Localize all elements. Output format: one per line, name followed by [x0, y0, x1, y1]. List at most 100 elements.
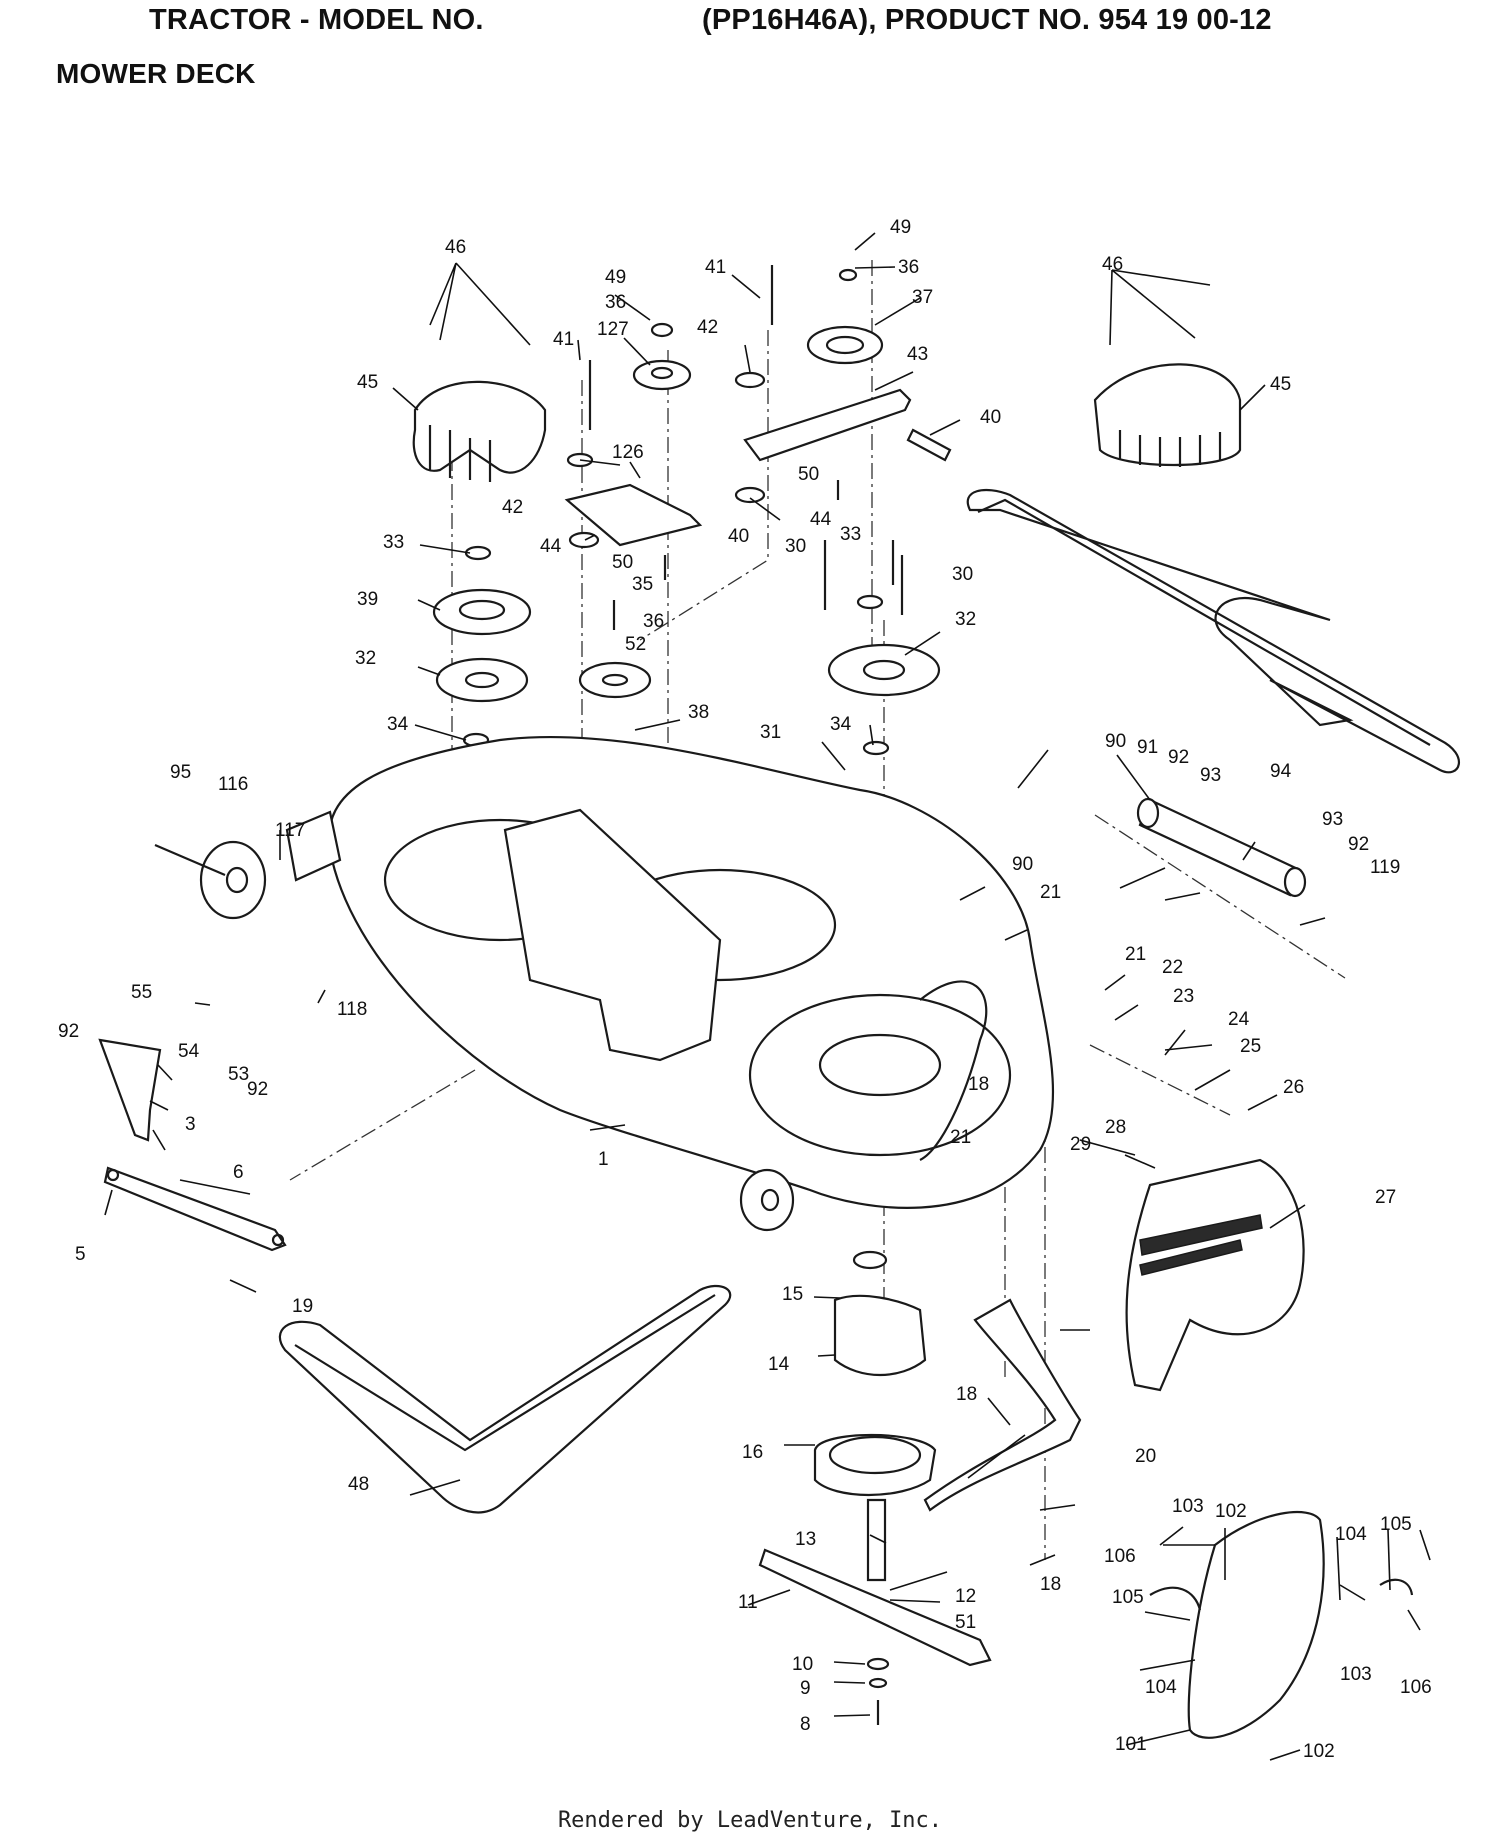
- callout-51: 51: [955, 1612, 976, 1633]
- callout-117: 116: [218, 774, 248, 795]
- idler-arm-right: [743, 388, 912, 462]
- callout-119: 117: [275, 820, 305, 841]
- callout-105-left: 105: [1112, 1587, 1144, 1608]
- callout-12: 12: [955, 1586, 976, 1607]
- callout-101: 101: [1115, 1734, 1147, 1755]
- callout-95: 119: [1370, 857, 1400, 878]
- callout-18-mid: 18: [968, 1074, 989, 1095]
- callout-24: 24: [1228, 1009, 1250, 1030]
- callout-27: 27: [1375, 1187, 1396, 1208]
- callout-33-right: 33: [840, 524, 861, 545]
- callout-42-top: 42: [697, 317, 718, 338]
- callout-106-left: 106: [1104, 1546, 1136, 1567]
- callout-29: 29: [1070, 1134, 1091, 1155]
- callout-19: 19: [292, 1296, 313, 1317]
- callout-44-right: 44: [810, 509, 832, 530]
- callout-8: 8: [800, 1714, 811, 1735]
- callout-13: 13: [795, 1529, 816, 1550]
- callout-92-right: 92: [1348, 834, 1369, 855]
- callout-36-left-top: 36: [605, 292, 626, 313]
- deck-wheel-left: [154, 840, 267, 920]
- callout-40-left: 40: [728, 526, 749, 547]
- deck-wheel-front: [739, 1168, 795, 1232]
- deck-stabilizer-bracket: [923, 1298, 1082, 1512]
- callout-18-bottom: 18: [1040, 1574, 1061, 1595]
- callout-39: 39: [357, 589, 378, 610]
- callout-45-right: 45: [1270, 374, 1291, 395]
- callout-36-middle: 36: [643, 611, 664, 632]
- callout-53: 53: [228, 1064, 249, 1085]
- callout-103-right: 103: [1340, 1664, 1372, 1685]
- callout-102-bottom: 102: [1303, 1741, 1335, 1762]
- callout-31-right: 34: [830, 714, 852, 735]
- callout-52: 52: [625, 634, 646, 655]
- callout-45-left: 45: [357, 372, 378, 393]
- callout-21-top: 21: [1040, 882, 1061, 903]
- callout-93-right: 93: [1322, 809, 1343, 830]
- callout-54: 54: [178, 1041, 200, 1062]
- callout-26: 26: [1283, 1077, 1304, 1098]
- callout-9: 9: [800, 1678, 811, 1699]
- callout-116: 95: [170, 762, 191, 783]
- callout-leader-lines: [104, 232, 1431, 1761]
- callout-91: 91: [1137, 737, 1158, 758]
- pulley-idler-top-left: [632, 359, 692, 391]
- callout-14: 14: [768, 1354, 790, 1375]
- spring-bracket-right: [906, 428, 952, 462]
- callout-34: 31: [760, 722, 781, 743]
- callout-93-top: 93: [1200, 765, 1221, 786]
- callout-49-right: 49: [890, 217, 911, 238]
- deck-lift-link: [98, 1038, 287, 1252]
- deck-hanger-left: [285, 810, 342, 882]
- callout-106-right: 106: [1400, 1677, 1432, 1698]
- pulley-idler-center: [578, 661, 652, 699]
- callout-21-low: 21: [950, 1127, 971, 1148]
- callout-23: 23: [1173, 986, 1194, 1007]
- callout-20: 20: [1135, 1446, 1156, 1467]
- callout-46-right: 46: [1102, 254, 1123, 275]
- callout-16: 16: [742, 1442, 763, 1463]
- mower-belt-top: [966, 488, 1460, 774]
- callout-104-left: 104: [1145, 1677, 1177, 1698]
- header-subtitle: MOWER DECK: [56, 58, 256, 89]
- callout-15: 15: [782, 1284, 803, 1305]
- callout-36-right-top: 36: [898, 257, 919, 278]
- callout-90-mid: 90: [1012, 854, 1033, 875]
- callout-40-right: 40: [980, 407, 1001, 428]
- callout-37: 37: [912, 287, 933, 308]
- header-title-product: (PP16H46A), PRODUCT NO. 954 19 00-12: [702, 4, 1272, 36]
- callout-11: 11: [738, 1592, 758, 1613]
- callout-30-left: 30: [785, 536, 806, 557]
- idler-arm-left: [564, 483, 703, 547]
- callout-10: 10: [792, 1654, 813, 1675]
- callout-55: 55: [131, 982, 152, 1003]
- callout-35: 35: [632, 574, 653, 595]
- callout-labels: 46 49 36 41 49 36 37 46 127 42 41 43 45 …: [58, 217, 1432, 1762]
- callout-18-right: 18: [956, 1384, 977, 1405]
- belt-cover-right: [1093, 363, 1242, 467]
- callout-118: 118: [337, 999, 367, 1020]
- pulley-stack-left: [432, 545, 532, 748]
- callout-38: 38: [688, 702, 709, 723]
- callout-105-right: 105: [1380, 1514, 1412, 1535]
- callout-127: 127: [597, 319, 629, 340]
- callout-1: 1: [598, 1149, 609, 1170]
- callout-50-right: 50: [798, 464, 819, 485]
- callout-104-right: 104: [1335, 1524, 1367, 1545]
- callout-32-left: 32: [355, 648, 376, 669]
- callout-42-left: 42: [502, 497, 523, 518]
- callout-44-left: 44: [540, 536, 562, 557]
- callout-5: 5: [75, 1244, 86, 1265]
- callout-46-left: 46: [445, 237, 466, 258]
- callout-103-top: 103: [1172, 1496, 1204, 1517]
- footer-credit: Rendered by LeadVenture, Inc.: [557, 1808, 943, 1833]
- mower-deck-housing: [327, 735, 1055, 1209]
- spindle-assembly: [758, 1250, 992, 1725]
- callout-92-left-b: 92: [247, 1079, 268, 1100]
- callout-90-top: 90: [1105, 731, 1126, 752]
- callout-6: 6: [233, 1162, 244, 1183]
- callout-3: 3: [185, 1114, 196, 1135]
- callout-50-left: 50: [612, 552, 633, 573]
- drive-belt-bottom: [278, 1285, 732, 1514]
